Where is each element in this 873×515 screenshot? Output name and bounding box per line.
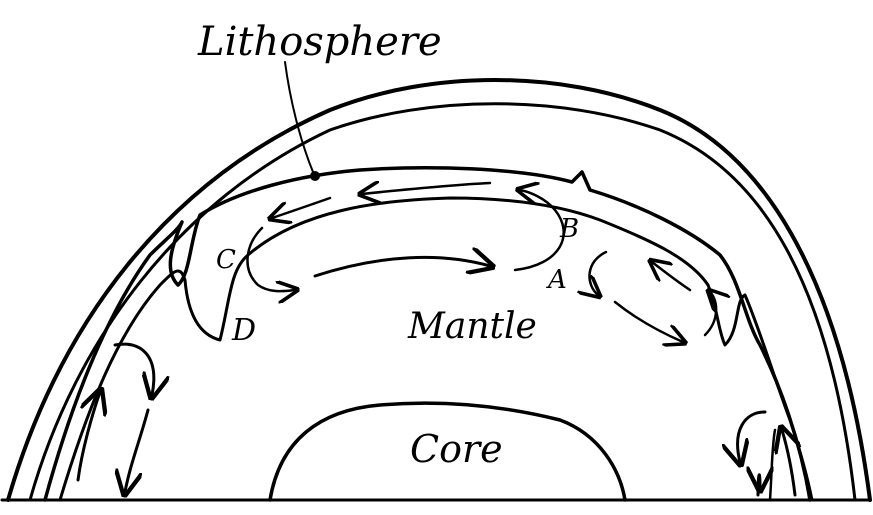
right-edge-arrow-2 xyxy=(758,475,760,495)
core-label: Core xyxy=(410,427,503,471)
lithosphere-pointer-line xyxy=(285,62,313,172)
right-edge-arrow-1 xyxy=(738,412,765,462)
convection-arrow-bottom xyxy=(315,257,490,276)
point-b-label: B xyxy=(559,214,579,244)
right-edge-arrow-4 xyxy=(770,430,775,500)
convection-arrow-top-1 xyxy=(362,183,490,194)
mantle-label: Mantle xyxy=(407,306,537,347)
right-cell-arrow-1 xyxy=(589,252,606,295)
right-cell-arrow-2 xyxy=(615,302,683,342)
lithosphere-label: Lithosphere xyxy=(197,19,442,65)
point-a-label: A xyxy=(546,265,567,295)
lithosphere-pointer-dot xyxy=(310,171,320,181)
point-c-label: C xyxy=(216,245,236,275)
left-cell-arrow-mid xyxy=(115,344,154,395)
left-cell-arrow-down xyxy=(125,410,148,492)
right-cell-arrow-4 xyxy=(705,292,716,335)
right-edge-arrow-3 xyxy=(782,430,795,495)
right-cell-arrow-3 xyxy=(652,262,690,290)
point-d-label: D xyxy=(231,313,256,348)
